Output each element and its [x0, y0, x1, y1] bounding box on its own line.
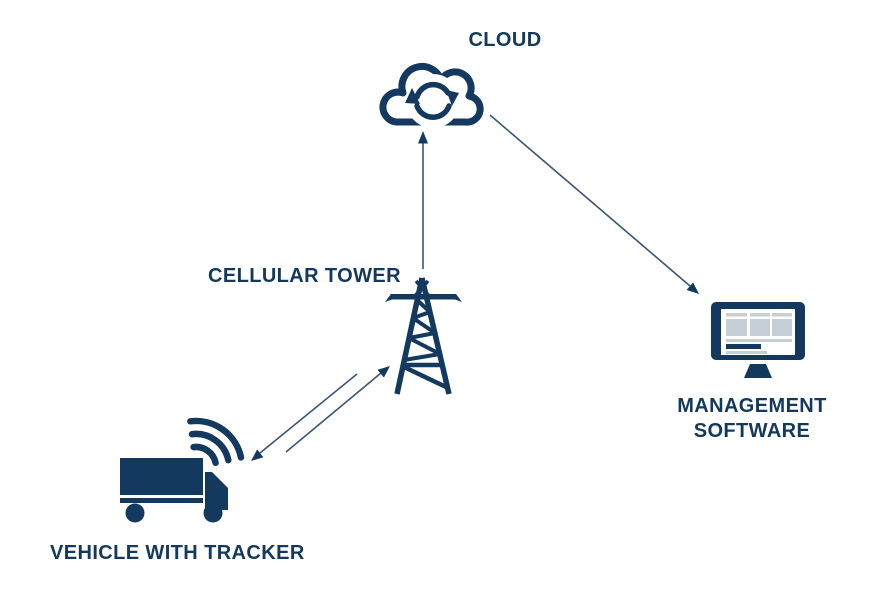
arrow-tower-to-cloud — [418, 131, 428, 269]
cellular-tower-icon — [385, 270, 463, 400]
monitor-icon — [708, 300, 808, 380]
cloud-sync-icon — [379, 48, 484, 130]
arrow-truck-to-tower — [285, 366, 390, 453]
cellular-tower-label: CELLULAR TOWER — [208, 265, 401, 287]
truck-wifi-icon — [113, 413, 245, 525]
arrow-cloud-to-software — [489, 114, 699, 294]
cloud-label: CLOUD — [468, 29, 542, 51]
arrow-tower-to-truck — [251, 373, 358, 461]
management-software-label: MANAGEMENT SOFTWARE — [677, 395, 827, 442]
vehicle-label: VEHICLE WITH TRACKER — [50, 542, 305, 564]
